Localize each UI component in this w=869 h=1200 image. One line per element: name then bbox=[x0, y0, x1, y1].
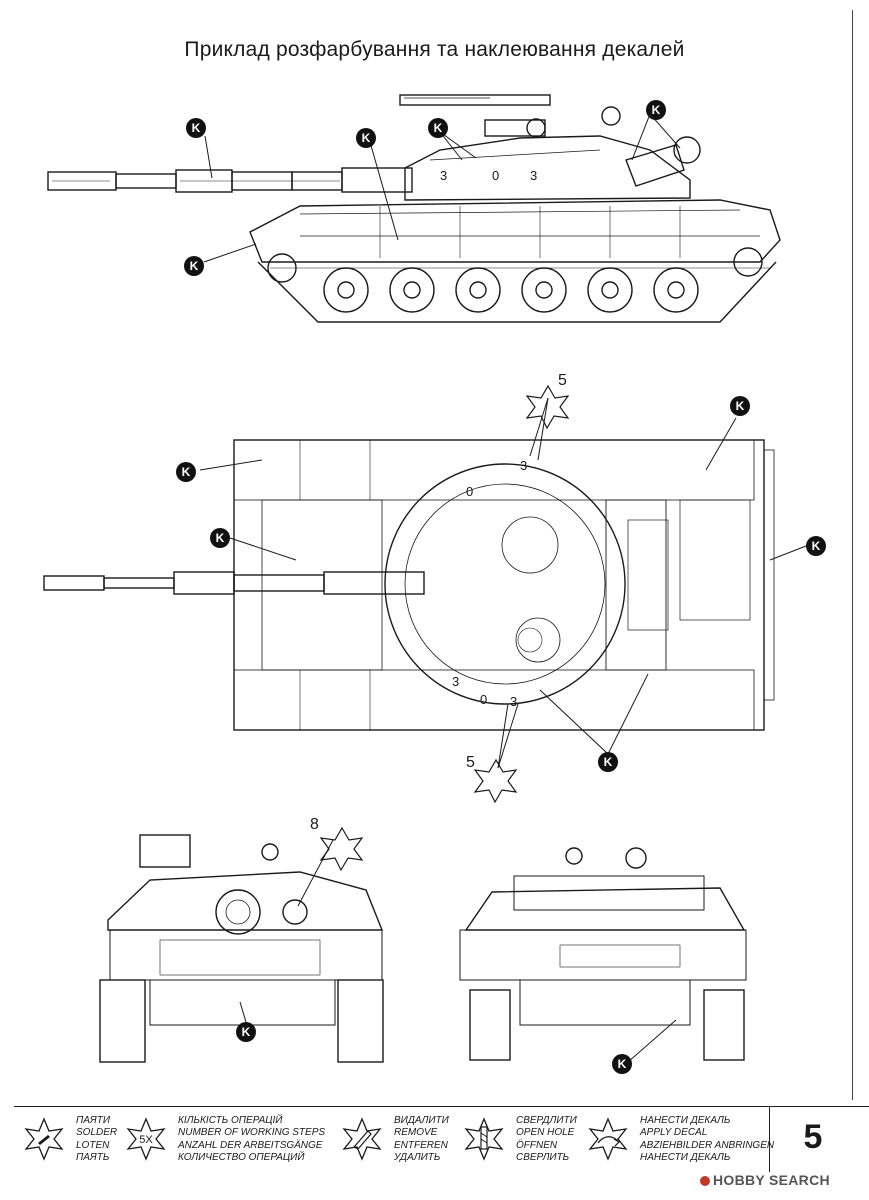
legend-decal-line-1: НАНЕСТИ ДЕКАЛЬ bbox=[640, 1115, 731, 1126]
callout-k-top-hull: K bbox=[210, 528, 230, 548]
top-gun-barrel bbox=[43, 571, 425, 595]
apply-decal-icon bbox=[588, 1117, 628, 1161]
legend-solder-line-1: ПАЯТИ bbox=[76, 1115, 110, 1126]
callout-k-barrel: K bbox=[186, 118, 206, 138]
decal-star-5-bottom bbox=[473, 758, 518, 804]
legend-drill-line-2: OPEN HOLE bbox=[516, 1127, 575, 1139]
top-number-2: 0 bbox=[466, 484, 473, 499]
callout-k-turret-rear: K bbox=[646, 100, 666, 120]
decal-label-8: 8 bbox=[310, 816, 319, 833]
watermark: HOBBY SEARCH bbox=[700, 1172, 830, 1188]
legend-drill-line-4: СВЕРЛИТЬ bbox=[516, 1152, 570, 1164]
top-turret-outer bbox=[384, 463, 626, 705]
callout-k-turret-side: K bbox=[428, 118, 448, 138]
top-fender-left bbox=[233, 439, 755, 501]
remove-icon bbox=[342, 1117, 382, 1161]
legend-working-steps: 5X КІЛЬКІСТЬ ОПЕРАЦІЙ NUMBER OF WORKING … bbox=[124, 1115, 334, 1167]
legend-decal-line-2: APPLY DECAL bbox=[640, 1127, 708, 1139]
decal-label-5-top: 5 bbox=[558, 372, 567, 389]
page-border-right bbox=[852, 10, 853, 1100]
legend-remove-line-2: REMOVE bbox=[394, 1127, 438, 1139]
legend-drill-line-1: СВЕРДЛИТИ bbox=[516, 1115, 577, 1126]
decal-star-5-top bbox=[525, 384, 570, 430]
legend-remove: ВИДАЛИТИ REMOVE ENTFEREN УДАЛИТЬ bbox=[340, 1115, 460, 1167]
top-leader-lines bbox=[199, 397, 807, 769]
tank-front-view bbox=[99, 834, 384, 1063]
legend-steps-line-1: КІЛЬКІСТЬ ОПЕРАЦІЙ bbox=[178, 1115, 283, 1126]
working-steps-icon: 5X bbox=[126, 1117, 166, 1161]
callout-k-top-fender: K bbox=[176, 462, 196, 482]
tank-top-view: 3 0 3 0 3 bbox=[43, 439, 775, 731]
callout-k-hull-front: K bbox=[184, 256, 204, 276]
callout-k-top-engine-right: K bbox=[598, 752, 618, 772]
legend-remove-line-1: ВИДАЛИТИ bbox=[394, 1115, 449, 1126]
side-leader-lines bbox=[203, 113, 681, 263]
legend-decal-line-3: ABZIEHBILDER ANBRINGEN bbox=[640, 1139, 775, 1151]
side-running-gear bbox=[257, 247, 777, 323]
legend-remove-line-3: ENTFEREN bbox=[394, 1139, 448, 1151]
tank-side-view: 3 0 3 bbox=[47, 94, 781, 323]
side-gun-barrel bbox=[47, 167, 413, 193]
side-number-2: 0 bbox=[492, 168, 499, 183]
front-leader-lines bbox=[239, 839, 334, 1023]
top-number-5: 3 bbox=[510, 694, 517, 709]
top-fender-right bbox=[233, 669, 755, 731]
watermark-logo-icon bbox=[700, 1176, 710, 1187]
watermark-text: HOBBY SEARCH bbox=[713, 1172, 830, 1188]
working-steps-symbol: 5X bbox=[139, 1134, 153, 1146]
rear-leader-lines bbox=[627, 1019, 677, 1063]
tank-rear-view bbox=[459, 847, 747, 1061]
legend-decal-line-4: НАНЕСТИ ДЕКАЛЬ bbox=[640, 1152, 731, 1164]
legend-steps-line-2: NUMBER OF WORKING STEPS bbox=[178, 1127, 326, 1139]
callout-k-rear: K bbox=[612, 1054, 632, 1074]
legend-bar: ПАЯТИ SOLDER LOTEN ПАЯТЬ 5X КІЛЬКІСТЬ ОП… bbox=[14, 1106, 869, 1173]
top-number-1: 3 bbox=[520, 458, 527, 473]
legend-steps-line-4: КОЛИЧЕСТВО ОПЕРАЦИЙ bbox=[178, 1152, 305, 1164]
callout-k-top-rear: K bbox=[806, 536, 826, 556]
legend-solder: ПАЯТИ SOLDER LOTEN ПАЯТЬ bbox=[22, 1115, 172, 1167]
callout-k-hull-side: K bbox=[356, 128, 376, 148]
legend-apply-decal: НАНЕСТИ ДЕКАЛЬ APPLY DECAL ABZIEHBILDER … bbox=[586, 1115, 776, 1167]
top-engine-deck bbox=[605, 499, 667, 671]
top-hull-outline bbox=[233, 439, 765, 731]
legend-drill-hole: СВЕРДЛИТИ OPEN HOLE ÖFFNEN СВЕРЛИТЬ bbox=[462, 1115, 582, 1167]
side-turret: 3 0 3 bbox=[399, 94, 701, 201]
drill-hole-icon bbox=[464, 1117, 504, 1161]
legend-solder-line-3: LOTEN bbox=[76, 1139, 110, 1151]
page-title: Приклад розфарбування та наклеювання дек… bbox=[184, 38, 685, 61]
top-number-4: 0 bbox=[480, 692, 487, 707]
legend-drill-line-3: ÖFFNEN bbox=[516, 1139, 558, 1151]
side-number-3: 3 bbox=[530, 168, 537, 183]
side-hull bbox=[249, 199, 781, 263]
legend-steps-line-3: ANZAHL DER ARBEITSGÄNGE bbox=[178, 1139, 323, 1151]
page-number: 5 bbox=[803, 1118, 823, 1156]
legend-remove-line-4: УДАЛИТЬ bbox=[394, 1152, 441, 1164]
callout-k-front: K bbox=[236, 1022, 256, 1042]
callout-k-top-engine-left: K bbox=[730, 396, 750, 416]
side-number-1: 3 bbox=[440, 168, 447, 183]
legend-solder-line-4: ПАЯТЬ bbox=[76, 1152, 110, 1164]
solder-icon bbox=[24, 1117, 64, 1161]
decal-star-8 bbox=[319, 826, 364, 872]
decal-stars bbox=[319, 384, 570, 872]
page-number-box: 5 bbox=[769, 1106, 856, 1172]
top-number-3: 3 bbox=[452, 674, 459, 689]
legend-solder-line-2: SOLDER bbox=[76, 1127, 118, 1139]
decal-label-5-bottom: 5 bbox=[466, 754, 475, 771]
